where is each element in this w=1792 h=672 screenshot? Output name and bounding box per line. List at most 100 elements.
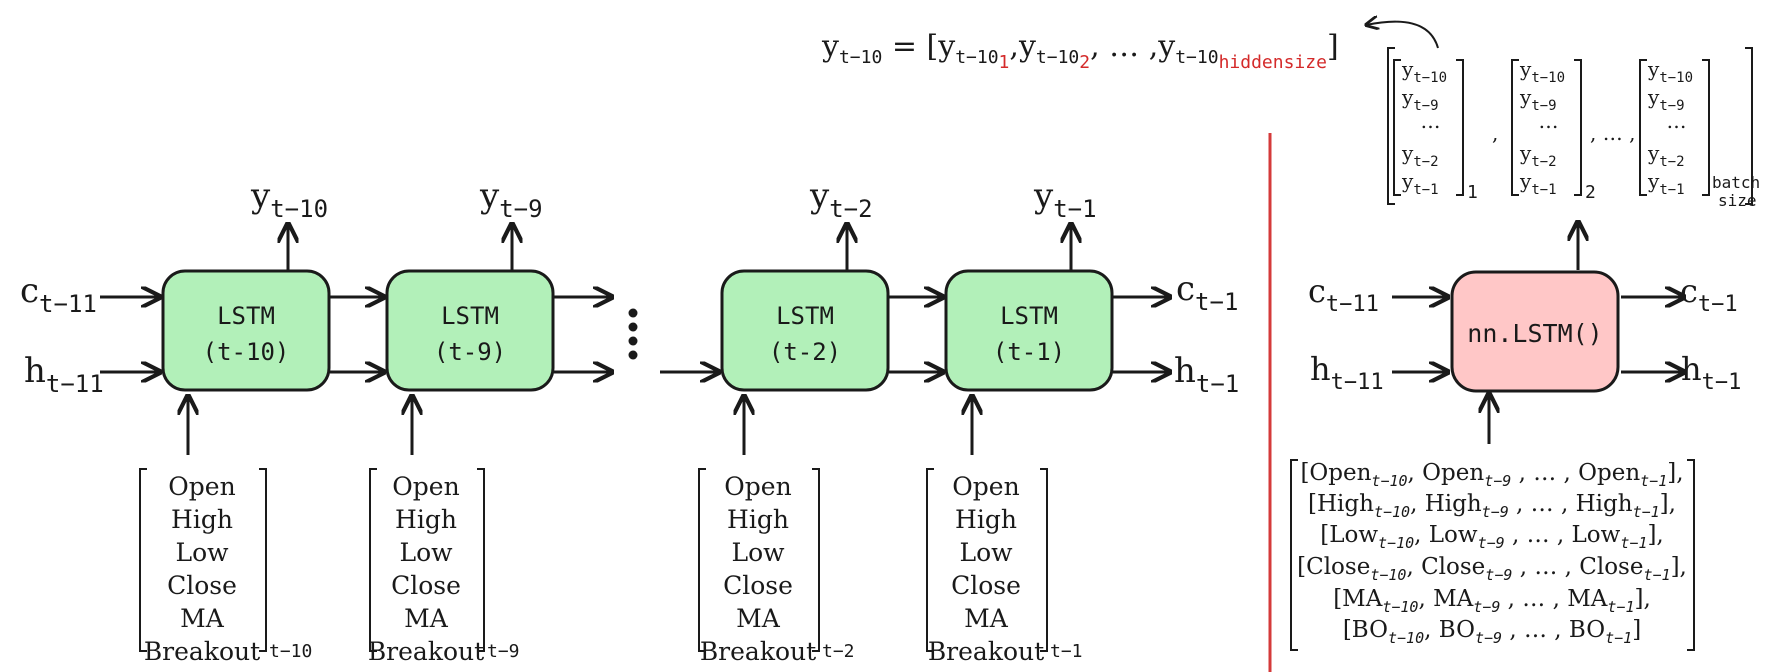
input-feature-label: Close	[391, 571, 461, 600]
lstm-cell-step: (t-10)	[203, 338, 290, 366]
input-vector-bracket-left	[698, 468, 706, 652]
input-feature-label: High	[955, 505, 1017, 534]
batch-vector-entry: yt−1	[1647, 169, 1685, 198]
h-in-label: ht−11	[24, 351, 104, 398]
lstm-cell-label: LSTM	[217, 302, 275, 330]
input-feature-label: Close	[167, 571, 237, 600]
input-vector-subscript: t−1	[1050, 641, 1083, 662]
cell-output-label: yt−10	[250, 176, 328, 223]
lstm-cell-box	[161, 269, 331, 392]
batch-vector-entry: yt−2	[1647, 141, 1685, 170]
input-feature-label: Low	[959, 538, 1013, 567]
input-matrix-row: [Hight−10, Hight−9 , … , Hight−1],	[1308, 491, 1676, 521]
input-feature-label: Breakout	[144, 637, 260, 666]
input-matrix-row: [Opent−10, Opent−9 , … , Opent−1],	[1300, 460, 1683, 490]
batch-inner-bracket-right	[1702, 59, 1710, 196]
input-feature-label: High	[727, 505, 789, 534]
batch-separator: ,	[1492, 121, 1498, 145]
input-feature-label: Open	[952, 472, 1019, 501]
batch-inner-bracket-left	[1639, 59, 1647, 196]
batch-vector-entry: yt−1	[1401, 169, 1439, 198]
lstm-cell-box	[385, 269, 555, 392]
batch-vector-entry: yt−1	[1519, 169, 1557, 198]
batch-vector-entry: yt−10	[1401, 57, 1447, 86]
input-vector-bracket-left	[139, 468, 147, 652]
input-feature-label: Open	[168, 472, 235, 501]
lstm-cell-label: LSTM	[1000, 302, 1058, 330]
batch-inner-bracket-left	[1511, 59, 1519, 196]
input-feature-label: MA	[964, 604, 1009, 633]
cell-output-label: yt−1	[1033, 176, 1097, 223]
equation-pointer-arrow	[1366, 22, 1439, 49]
input-feature-label: High	[171, 505, 233, 534]
top-equation: yt−10 = [yt−101,yt−102, … ,yt−10hiddensi…	[821, 29, 1339, 73]
input-matrix-bracket-left	[1290, 459, 1298, 651]
input-vector-bracket-left	[369, 468, 377, 652]
input-feature-label: Open	[724, 472, 791, 501]
input-feature-label: MA	[404, 604, 449, 633]
ellipsis-dot	[628, 336, 638, 346]
batch-vector-ellipsis: …	[1667, 109, 1687, 133]
input-vector-bracket-right	[812, 468, 820, 652]
cell-output-label: yt−2	[809, 176, 873, 223]
batch-outer-bracket-right	[1745, 47, 1753, 205]
batch-vector-entry: yt−2	[1401, 141, 1439, 170]
batch-inner-bracket-right	[1574, 59, 1582, 196]
input-feature-label: Breakout	[368, 637, 484, 666]
input-vector-bracket-right	[259, 468, 267, 652]
input-feature-label: Breakout	[700, 637, 816, 666]
batch-size-subscript: batch	[1712, 173, 1760, 192]
lstm-cell-step: (t-1)	[993, 338, 1065, 366]
c-out-label: ct−1	[1176, 269, 1238, 316]
input-vector-subscript: t−2	[822, 641, 855, 662]
batch-vector-entry: yt−9	[1647, 85, 1685, 114]
ellipsis-dot	[628, 322, 638, 332]
input-feature-label: Close	[951, 571, 1021, 600]
ellipsis-dot	[628, 350, 638, 360]
batch-vector-ellipsis: …	[1421, 109, 1441, 133]
batch-outer-bracket-left	[1387, 47, 1395, 205]
batch-index-subscript: 2	[1585, 182, 1596, 203]
input-vector-subscript: t−9	[487, 641, 520, 662]
nn-h-out-label: ht−1	[1681, 350, 1741, 395]
batch-ellipsis: , … ,	[1590, 121, 1635, 145]
input-feature-label: Breakout	[928, 637, 1044, 666]
batch-vector-entry: yt−9	[1519, 85, 1557, 114]
nn-lstm-box	[1450, 270, 1620, 393]
lstm-cell-box	[944, 269, 1114, 392]
batch-vector-entry: yt−9	[1401, 85, 1439, 114]
batch-vector-entry: yt−10	[1647, 57, 1693, 86]
batch-vector-entry: yt−10	[1519, 57, 1565, 86]
batch-vector-entry: yt−2	[1519, 141, 1557, 170]
lstm-cell-step: (t-9)	[434, 338, 506, 366]
ellipsis-dot	[628, 308, 638, 318]
lstm-cell-box	[720, 269, 890, 392]
input-feature-label: Close	[723, 571, 793, 600]
input-vector-subscript: t−10	[269, 641, 312, 662]
input-matrix-row: [Closet−10, Closet−9 , … , Closet−1],	[1297, 554, 1687, 584]
input-vector-bracket-right	[477, 468, 485, 652]
nn-c-in-label: ct−11	[1308, 272, 1379, 317]
input-matrix-bracket-right	[1687, 459, 1695, 651]
batch-size-subscript: size	[1718, 191, 1757, 210]
input-vector-bracket-left	[926, 468, 934, 652]
batch-inner-bracket-left	[1393, 59, 1401, 196]
lstm-cell-label: LSTM	[776, 302, 834, 330]
nn-c-out-label: ct−1	[1680, 272, 1738, 317]
batch-index-subscript: 1	[1467, 182, 1478, 203]
input-feature-label: High	[395, 505, 457, 534]
batch-vector-ellipsis: …	[1539, 109, 1559, 133]
input-matrix-row: [MAt−10, MAt−9 , … , MAt−1],	[1333, 586, 1651, 616]
lstm-cell-step: (t-2)	[769, 338, 841, 366]
c-in-label: ct−11	[20, 271, 97, 318]
input-feature-label: Open	[392, 472, 459, 501]
lstm-cell-label: LSTM	[441, 302, 499, 330]
cell-output-label: yt−9	[479, 176, 543, 223]
nn-h-in-label: ht−11	[1310, 350, 1384, 395]
h-out-label: ht−1	[1174, 351, 1239, 398]
input-matrix-row: [BOt−10, BOt−9 , … , BOt−1]	[1343, 617, 1641, 647]
input-vector-bracket-right	[1040, 468, 1048, 652]
input-feature-label: MA	[736, 604, 781, 633]
input-feature-label: Low	[731, 538, 785, 567]
